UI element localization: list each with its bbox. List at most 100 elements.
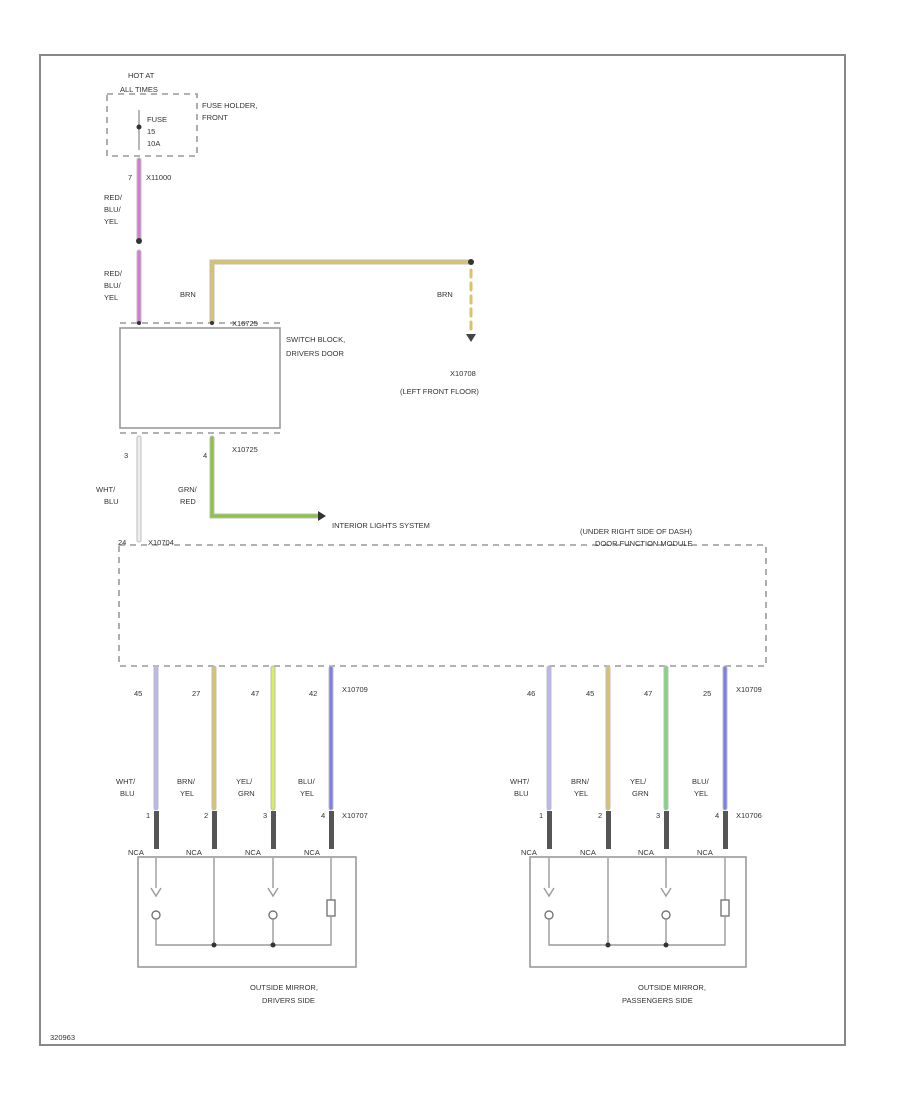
rm-wire-1-label-2: BLU	[514, 789, 529, 798]
rm-wire-2-label-1: BRN/	[571, 777, 590, 786]
lm-motor-icon-2	[268, 910, 278, 920]
lm-mirror-box	[137, 856, 357, 968]
switch-block-box	[119, 327, 281, 429]
rm-terminal-4	[723, 811, 728, 849]
ground-icon	[466, 334, 476, 342]
rm-terminal-1	[547, 811, 552, 849]
lm-switch-icons	[150, 887, 279, 898]
rm-pin-3: 47	[644, 689, 652, 698]
rm-junction-2	[663, 942, 669, 948]
rm-name-1: OUTSIDE MIRROR,	[638, 983, 706, 992]
feed-wire-label-1a: RED/	[104, 193, 123, 202]
feed-wire-label-3b: YEL	[104, 293, 118, 302]
rm-terminal-label-3: NCA	[638, 848, 654, 857]
lm-junction-2	[270, 942, 276, 948]
rm-connector-top: X10709	[736, 685, 762, 694]
lm-heater-icon	[326, 899, 336, 917]
lm-mirror-internals	[150, 858, 336, 948]
lm-name-1: OUTSIDE MIRROR,	[250, 983, 318, 992]
ground-wire-shadow	[209, 259, 474, 325]
signal-wire-right	[210, 436, 320, 518]
lm-pin-1: 45	[134, 689, 142, 698]
ground-label-2: (LEFT FRONT FLOOR)	[400, 387, 479, 396]
signal-left-label-1: WHT/	[96, 485, 116, 494]
signal-right-label-1: GRN/	[178, 485, 198, 494]
signal-left-label-2: BLU	[104, 497, 119, 506]
switch-label-2: DRIVERS DOOR	[286, 349, 345, 358]
module-pin: 24	[118, 538, 126, 547]
module-box	[118, 544, 767, 667]
switch-pin-left: 3	[124, 451, 128, 460]
switch-connector: X16725	[232, 319, 258, 328]
lm-junction-1	[211, 942, 217, 948]
lm-wire-2-label-1: BRN/	[177, 777, 196, 786]
lm-name-2: DRIVERS SIDE	[262, 996, 315, 1005]
rm-pin-4: 25	[703, 689, 711, 698]
lm-wire-4-label-2: YEL	[300, 789, 314, 798]
lm-terminal-label-2: NCA	[186, 848, 202, 857]
lm-connector-top: X10709	[342, 685, 368, 694]
rm-bottom-pin-4: 4	[715, 811, 719, 820]
fuse-connector: X11000	[146, 173, 171, 182]
left-mirror-wires	[153, 665, 334, 811]
rm-motor-icon-2	[661, 910, 671, 920]
signal-right-label-2: RED	[180, 497, 196, 506]
rm-bottom-pin-2: 2	[598, 811, 602, 820]
lm-pin-3: 47	[251, 689, 259, 698]
fuse-dot	[136, 124, 142, 130]
rm-wire-3-label-1: YEL/	[630, 777, 647, 786]
fuse-holder-box	[106, 93, 198, 157]
rm-pin-2: 45	[586, 689, 594, 698]
lm-pin-2: 27	[192, 689, 200, 698]
rm-terminal-2	[606, 811, 611, 849]
rm-terminal-3	[664, 811, 669, 849]
ground-splice-dot	[468, 259, 474, 265]
interior-label: INTERIOR LIGHTS SYSTEM	[332, 521, 430, 530]
right-mirror-wires	[546, 665, 728, 811]
lm-common-bus	[155, 916, 332, 946]
hot-label-1: HOT AT	[128, 71, 155, 80]
rm-wire-1-label-1: WHT/	[510, 777, 530, 786]
ground-wire-label-2: BRN	[437, 290, 453, 299]
rm-common-bus	[548, 916, 726, 946]
rm-bottom-pin-3: 3	[656, 811, 660, 820]
switch-pin-right: 4	[203, 451, 207, 460]
rm-mirror-internals	[543, 858, 730, 948]
lm-terminal-label-3: NCA	[245, 848, 261, 857]
signal-wire-right-shadow	[209, 435, 321, 519]
module-connector: X10704	[148, 538, 174, 547]
rm-terminal-label-1: NCA	[521, 848, 537, 857]
rm-terminal-label-4: NCA	[697, 848, 713, 857]
rm-wire-4-label-2: YEL	[694, 789, 708, 798]
rm-connector-bottom: X10706	[736, 811, 762, 820]
rm-heater-icon	[720, 899, 730, 917]
fuse-holder-label-2: FRONT	[202, 113, 228, 122]
fuse-pin: 7	[128, 173, 132, 182]
lm-terminal-3	[271, 811, 276, 849]
rm-wire-3-label-2: GRN	[632, 789, 649, 798]
rm-terminal-label-2: NCA	[580, 848, 596, 857]
rm-wire-2-label-2: YEL	[574, 789, 588, 798]
lm-pin-4: 42	[309, 689, 317, 698]
lm-terminal-label-4: NCA	[304, 848, 320, 857]
lm-connector-bottom: X10707	[342, 811, 368, 820]
lm-wire-2-label-2: YEL	[180, 789, 194, 798]
rm-mirror-box	[529, 856, 747, 968]
feed-wire-label-2a: BLU/	[104, 205, 122, 214]
fuse-label-1: FUSE	[147, 115, 167, 124]
lm-bottom-pin-3: 3	[263, 811, 267, 820]
lm-internal-leads	[155, 858, 332, 945]
feed-wire-label-1b: RED/	[104, 269, 123, 278]
fuse-holder-label-1: FUSE HOLDER,	[202, 101, 257, 110]
feed-wire-label-3a: YEL	[104, 217, 118, 226]
ground-label-1: X10708	[450, 369, 476, 378]
switch-pin-dot-2	[210, 321, 214, 325]
rm-pin-1: 46	[527, 689, 535, 698]
hot-label-2: ALL TIMES	[120, 85, 158, 94]
rm-wire-4-label-1: BLU/	[692, 777, 710, 786]
lm-bottom-pin-1: 1	[146, 811, 150, 820]
interior-arrow-icon	[318, 511, 326, 521]
fuse-label-3: 10A	[147, 139, 160, 148]
lm-wire-1-label-2: BLU	[120, 789, 135, 798]
ground-wire-label-1: BRN	[180, 290, 196, 299]
